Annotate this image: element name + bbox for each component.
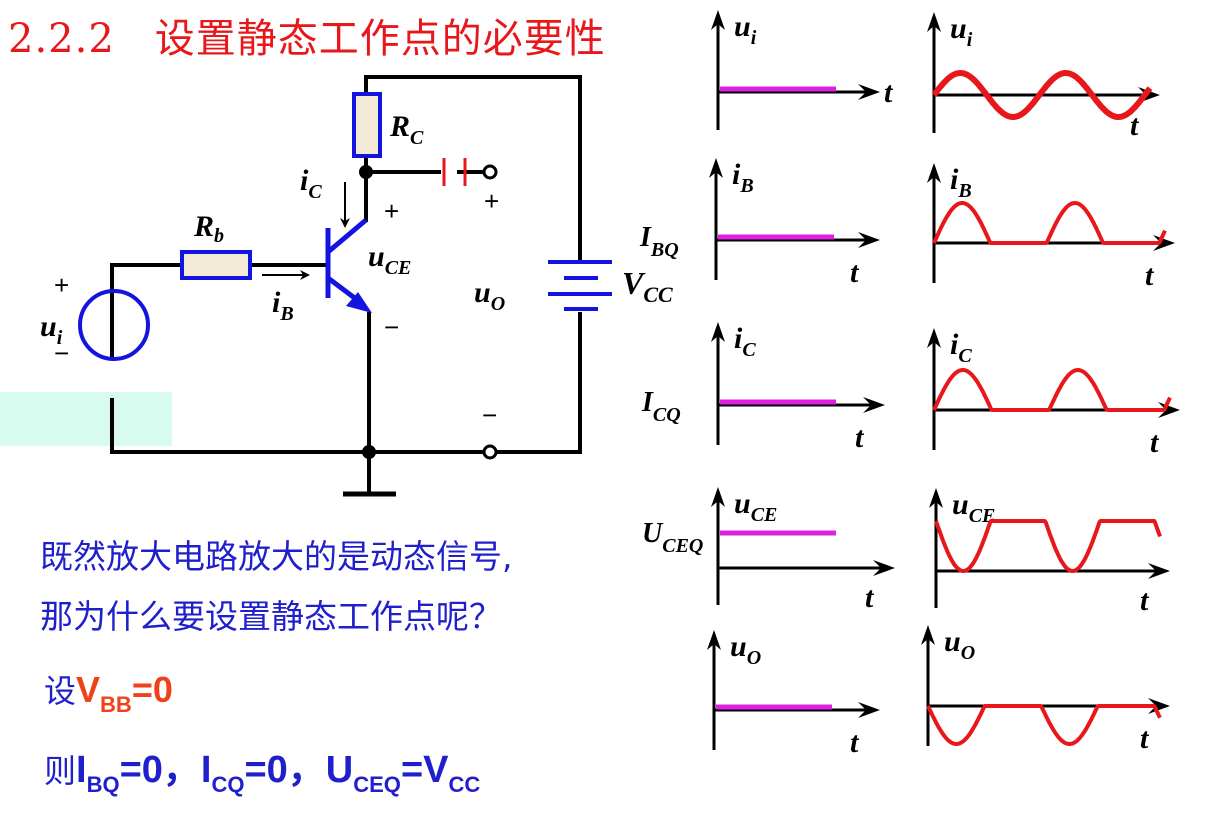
x-axis-arrow-icon <box>1148 563 1170 579</box>
x-axis-arrow-icon <box>873 560 895 576</box>
y-axis-label: ui <box>950 12 973 51</box>
y-axis-arrow-icon <box>929 488 943 508</box>
ui-plus-sign: + <box>54 270 69 300</box>
y-axis-label: iB <box>732 158 754 197</box>
waveform-dynamic <box>932 201 1167 245</box>
waveform-dynamic <box>934 519 1162 573</box>
x-axis-arrow-icon <box>858 84 880 100</box>
y-axis-arrow-icon <box>707 630 721 650</box>
assume-prefix: 设 <box>44 672 77 710</box>
uce-minus-sign: − <box>384 312 399 342</box>
x-axis-label: t <box>865 581 875 614</box>
voltage-source-ui <box>78 289 150 361</box>
x-axis-label: t <box>1140 584 1150 617</box>
y-axis-arrow-icon <box>711 10 725 30</box>
junction-node-ground <box>362 445 376 459</box>
uo-plus-sign: + <box>484 186 499 216</box>
section-number: 2.2.2 <box>8 16 115 62</box>
label-ui: ui <box>40 310 63 349</box>
y-axis-label: uCE <box>734 487 777 526</box>
icq-eq: ICQ=0， <box>200 749 326 797</box>
slide-title: 2.2.2 设置静态工作点的必要性 <box>8 6 606 64</box>
transistor-npn <box>325 218 368 304</box>
x-axis-label: t <box>850 256 860 289</box>
x-axis-label: t <box>1130 109 1140 142</box>
question-line-2: 那为什么要设置静态工作点呢？ <box>40 597 502 636</box>
x-axis-label: t <box>855 421 865 454</box>
y-axis-arrow-icon <box>711 322 725 342</box>
question-line-1: 既然放大电路放大的是动态信号, <box>40 537 513 576</box>
uo-minus-sign: − <box>482 400 497 430</box>
label-vcc: VCC <box>622 265 673 307</box>
output-terminal-plus <box>482 164 498 180</box>
y-axis-arrow-icon <box>927 163 941 183</box>
label-ic: iC <box>300 164 322 203</box>
y-axis-label: iC <box>734 322 756 361</box>
y-axis-arrow-icon <box>927 328 941 348</box>
label-ib: iB <box>272 286 294 325</box>
level-label: IBQ <box>639 222 679 261</box>
y-axis-arrow-icon <box>927 12 941 32</box>
uceq-eq: UCEQ=VCC <box>325 749 481 797</box>
x-axis-arrow-icon <box>1158 402 1180 418</box>
highlight-band <box>0 392 172 446</box>
vbb-symbol: VBB=0 <box>76 669 173 717</box>
y-axis-label: iC <box>950 328 972 367</box>
uce-plus-sign: + <box>384 196 399 226</box>
y-axis-label: uO <box>944 625 975 664</box>
label-rb: Rb <box>193 210 224 247</box>
label-uce: uCE <box>368 240 411 279</box>
junction-node-collector <box>359 165 373 179</box>
y-axis-label: ui <box>734 10 757 49</box>
y-axis-label: iB <box>950 163 972 202</box>
assumption-line: 设VBB=0 <box>44 666 173 718</box>
conclusion-line: 则IBQ=0，ICQ=0，UCEQ=VCC <box>44 738 480 798</box>
x-axis-label: t <box>1145 259 1155 292</box>
level-label: ICQ <box>641 387 681 426</box>
x-axis-arrow-icon <box>858 702 880 718</box>
wire-top <box>364 75 582 262</box>
label-rc: RC <box>389 110 424 149</box>
y-axis-arrow-icon <box>709 158 723 178</box>
waveform-dynamic <box>932 368 1172 412</box>
resistor-rb <box>180 250 252 280</box>
then-prefix: 则 <box>44 752 77 790</box>
x-axis-label: t <box>1150 426 1160 459</box>
x-axis-arrow-icon <box>1153 235 1175 251</box>
level-label: UCEQ <box>642 518 703 557</box>
x-axis-arrow-icon <box>858 232 880 248</box>
x-axis-arrow-icon <box>1148 698 1170 714</box>
x-axis-label: t <box>1140 722 1150 755</box>
emitter-arrow-icon <box>346 292 372 313</box>
x-axis-label: t <box>850 726 860 759</box>
y-axis-arrow-icon <box>921 625 935 645</box>
wire-source <box>110 263 180 360</box>
ui-minus-sign: − <box>54 338 69 368</box>
label-uo: uO <box>474 276 505 315</box>
ibq-eq: IBQ=0， <box>76 749 201 797</box>
wire-bottom <box>110 312 582 454</box>
output-terminal-minus <box>482 444 498 460</box>
battery-vcc <box>548 260 612 311</box>
waveform-dynamic <box>931 70 1153 120</box>
y-axis-label: uO <box>730 630 761 669</box>
resistor-rc <box>352 92 382 158</box>
x-axis-arrow-icon <box>863 397 885 413</box>
x-axis-label: t <box>884 76 894 109</box>
title-text: 设置静态工作点的必要性 <box>154 16 606 62</box>
y-axis-arrow-icon <box>711 487 725 507</box>
waveform-dynamic <box>926 704 1162 746</box>
waveform-charts: uituitiBtIBQiBtiCtICQiCtuCEtUCEQuCEtuOtu… <box>639 10 1180 759</box>
